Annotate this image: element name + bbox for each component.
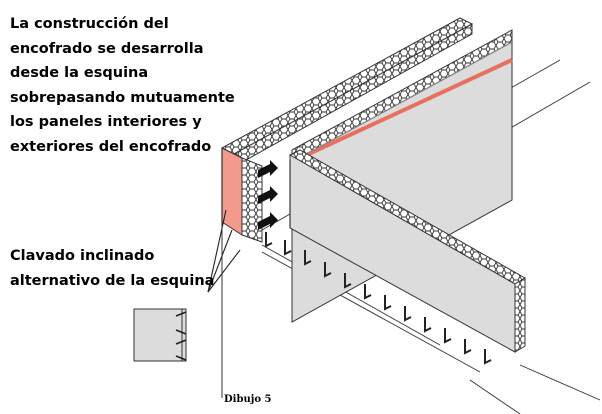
front-wall [288,149,526,353]
construction-note-line: encofrado se desarrolla [10,40,204,57]
arrow-icon-1 [258,160,278,178]
nailing-note-line: Clavado inclinado [10,248,155,264]
core-end [241,157,263,243]
construction-note-line: exteriores del encofrado [10,138,212,155]
nailing-detail-inset [133,308,187,362]
rebar-stubs [265,232,492,365]
corner-end-section [221,147,263,243]
nailing-note-line: alternativo de la esquina [10,273,215,289]
arrow-icon-2 [258,186,278,204]
construction-note: La construcción del encofrado se desarro… [10,12,235,160]
arrow-icon-3 [258,212,278,230]
construction-note-line: La construcción del [10,16,169,32]
figure-label: Dibujo 5 [224,394,272,405]
assembly-arrows [258,160,278,230]
pink-insulation-end [221,147,243,236]
nailing-note: Clavado inclinado alternativo de la esqu… [10,244,214,294]
leader-lines [207,209,241,293]
construction-note-line: los paneles interiores y [10,114,202,131]
construction-note-line: sobrepasando mutuamente [10,89,235,106]
construction-note-line: desde la esquina [10,65,149,82]
pink-stripe-rear [299,58,513,160]
